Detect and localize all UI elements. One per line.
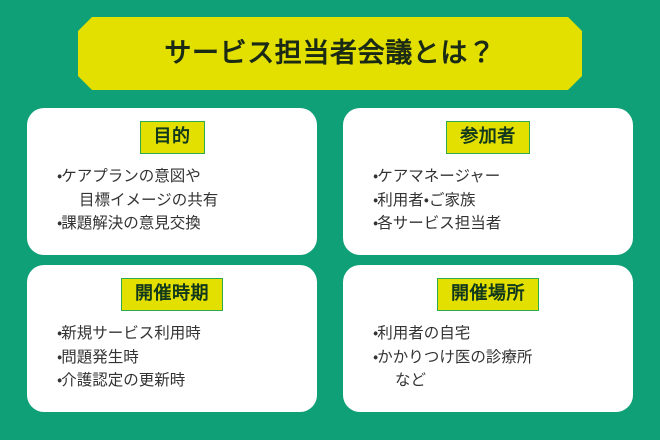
list-item-text: ケアプランの意図や xyxy=(61,167,201,185)
list-item: ・新規サービス利用時 xyxy=(57,322,317,346)
badge-row: 開催時期 xyxy=(27,278,317,311)
card-timing: 開催時期 ・新規サービス利用時 ・問題発生時 ・介護認定の更新時 xyxy=(27,265,317,412)
badge-row: 開催場所 xyxy=(343,278,633,311)
card-badge: 開催時期 xyxy=(121,278,223,311)
list-item: ・課題解決の意見交換 xyxy=(57,212,317,236)
list-item: ・ケアマネージャー xyxy=(373,165,633,189)
list-item: ・各サービス担当者 xyxy=(373,212,633,236)
list-item-text: 課題解決の意見交換 xyxy=(61,214,201,233)
bullet-dot: ・ xyxy=(57,347,62,366)
badge-row: 参加者 xyxy=(343,121,633,154)
card-badge: 開催場所 xyxy=(437,278,539,311)
list-item-text: 利用者・ご家族 xyxy=(377,190,476,209)
bullet-list: ・新規サービス利用時 ・問題発生時 ・介護認定の更新時 xyxy=(27,322,317,393)
list-item-continuation: など xyxy=(395,371,427,390)
list-item: ・介護認定の更新時 xyxy=(57,369,317,393)
card-participants: 参加者 ・ケアマネージャー ・利用者・ご家族 ・各サービス担当者 xyxy=(343,108,633,255)
list-item-continuation: 目標イメージの共有 xyxy=(79,190,219,209)
list-item-text: 問題発生時 xyxy=(61,347,139,366)
list-item: ・問題発生時 xyxy=(57,346,317,370)
list-item: ・利用者・ご家族 xyxy=(373,189,633,213)
list-item: ・かかりつけ医の診療所など xyxy=(373,346,633,393)
bullet-dot: ・ xyxy=(373,190,378,209)
list-item-text: 新規サービス利用時 xyxy=(61,324,201,342)
bullet-list: ・ケアプランの意図や目標イメージの共有 ・課題解決の意見交換 xyxy=(27,165,317,236)
bullet-dot: ・ xyxy=(373,167,378,185)
list-item: ・ケアプランの意図や目標イメージの共有 xyxy=(57,165,317,212)
list-item: ・利用者の自宅 xyxy=(373,322,633,346)
badge-row: 目的 xyxy=(27,121,317,154)
bullet-dot: ・ xyxy=(57,324,62,342)
bullet-dot: ・ xyxy=(373,324,378,342)
title-banner: サービス担当者会議とは？ xyxy=(78,17,582,90)
card-grid: 目的 ・ケアプランの意図や目標イメージの共有 ・課題解決の意見交換 参加者 ・ケ… xyxy=(27,108,633,412)
bullet-dot: ・ xyxy=(373,214,378,233)
title-banner-shape: サービス担当者会議とは？ xyxy=(78,17,582,90)
list-item-text: 利用者の自宅 xyxy=(377,324,471,342)
bullet-dot: ・ xyxy=(373,347,378,366)
list-item-text: ケアマネージャー xyxy=(377,167,501,185)
bullet-list: ・利用者の自宅 ・かかりつけ医の診療所など xyxy=(343,322,633,393)
bullet-dot: ・ xyxy=(57,371,62,390)
page-title: サービス担当者会議とは？ xyxy=(164,38,496,69)
card-badge: 参加者 xyxy=(446,121,530,154)
list-item-text: 介護認定の更新時 xyxy=(61,371,186,390)
card-purpose: 目的 ・ケアプランの意図や目標イメージの共有 ・課題解決の意見交換 xyxy=(27,108,317,255)
bullet-list: ・ケアマネージャー ・利用者・ご家族 ・各サービス担当者 xyxy=(343,165,633,236)
card-location: 開催場所 ・利用者の自宅 ・かかりつけ医の診療所など xyxy=(343,265,633,412)
bullet-dot: ・ xyxy=(57,214,62,233)
card-badge: 目的 xyxy=(139,121,205,154)
list-item-text: 各サービス担当者 xyxy=(377,214,502,233)
list-item-text: かかりつけ医の診療所 xyxy=(377,347,533,366)
bullet-dot: ・ xyxy=(57,167,62,185)
